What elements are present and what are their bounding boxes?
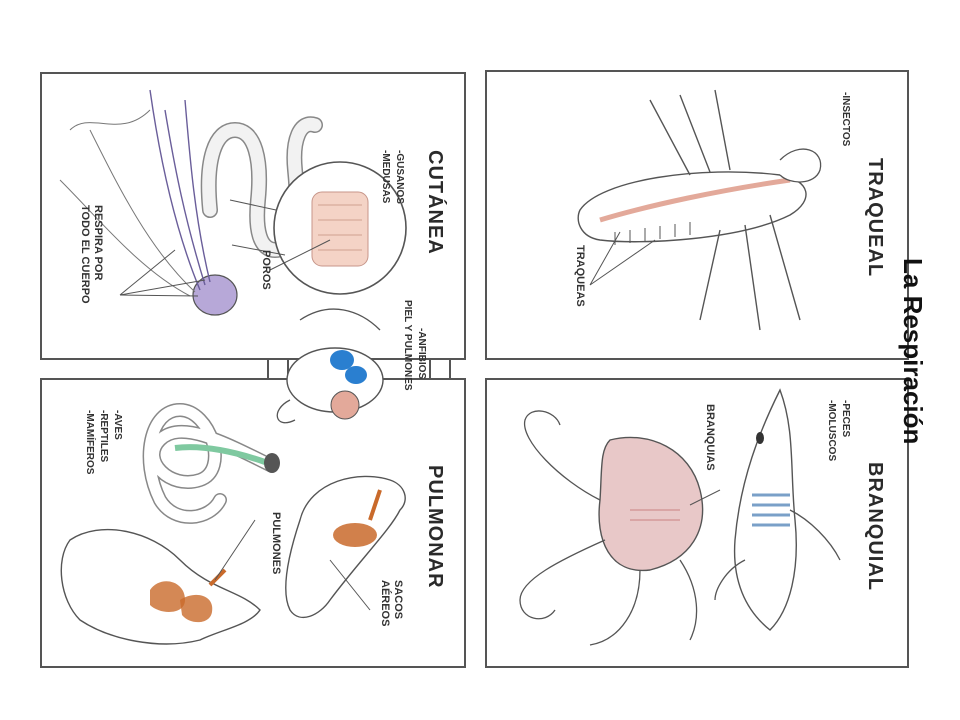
pulmonar-title: PULMONAR xyxy=(424,465,446,589)
frog-illustration xyxy=(276,308,384,424)
traqueal-example-insectos: -INSECTOS xyxy=(840,92,851,147)
traqueas-label: TRAQUEAS xyxy=(574,245,586,307)
bird-illustration xyxy=(285,475,406,619)
traqueal-title: TRAQUEAL xyxy=(864,158,886,278)
respira-label: RESPIRA POR TODO EL CUERPO xyxy=(79,205,104,304)
insect-illustration xyxy=(577,89,822,331)
poros-label: POROS xyxy=(260,250,272,290)
worm-illustration xyxy=(200,116,323,259)
pulmonar-example-aves: -AVES xyxy=(112,410,123,440)
pulmonar-example-mamiferos: -MAMÍFEROS xyxy=(84,410,95,475)
main-title: La Respiración xyxy=(898,258,928,445)
cutanea-example-medusas: -MEDUSAS xyxy=(380,150,391,204)
snake-illustration xyxy=(142,402,280,524)
amphibian-note: PIEL Y PULMONES xyxy=(402,300,413,391)
mammal-illustration xyxy=(60,519,261,645)
sacos-label: SACOS AÉREOS xyxy=(379,580,404,627)
octopus-illustration xyxy=(519,410,721,646)
branquias-label: BRANQUIAS xyxy=(704,404,716,471)
cutanea-title: CUTÁNEA xyxy=(424,150,446,255)
pulmones-label: PULMONES xyxy=(270,512,282,575)
amphibian-example: -ANFIBIOS xyxy=(416,328,427,380)
pore-magnifier xyxy=(229,161,407,295)
branquial-example-peces: -PECES xyxy=(840,400,851,438)
shark-illustration xyxy=(714,388,841,631)
cutanea-example-gusanos: -GUSANOS xyxy=(394,150,405,204)
branquial-title: BRANQUIAL xyxy=(864,462,886,591)
pulmonar-example-reptiles: -REPTILES xyxy=(98,410,109,463)
branquial-example-moluscos: -MOLUSCOS xyxy=(826,400,837,462)
respira-pointer xyxy=(119,249,206,297)
